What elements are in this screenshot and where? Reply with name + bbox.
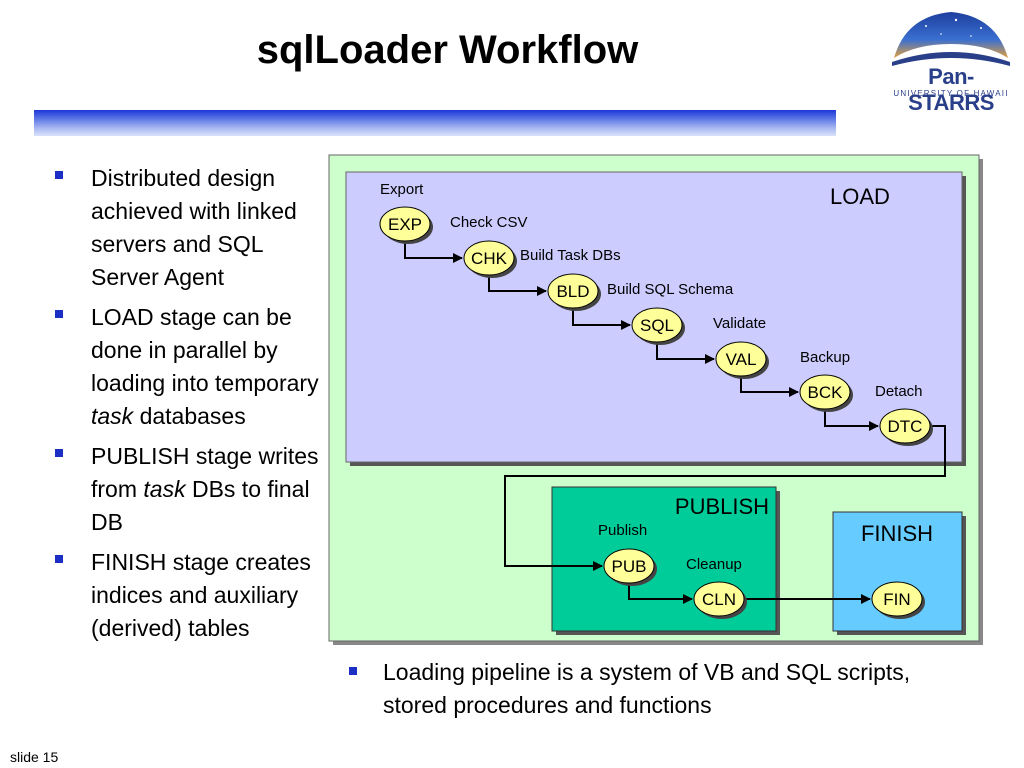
step-label: Backup [800, 349, 850, 366]
node-label: BCK [808, 383, 844, 402]
node-fin: FIN [871, 581, 925, 619]
logo-subtitle: UNIVERSITY OF HAWAII [893, 89, 1009, 98]
node-label: CHK [471, 249, 508, 268]
bullet-square-icon [55, 555, 63, 563]
connector-arrow [572, 307, 631, 330]
step-label: Export [380, 181, 424, 198]
bullet-text: databases [133, 403, 246, 429]
bullet-text: FINISH stage creates indices and auxilia… [91, 549, 311, 641]
step-label: Validate [713, 315, 766, 332]
connector-arrow [656, 341, 715, 364]
node-ellipse [879, 408, 931, 444]
node-ellipse [799, 374, 851, 410]
node-ellipse [631, 307, 683, 343]
bullet-square-icon [55, 310, 63, 318]
left-bullet-list: Distributed design achieved with linked … [52, 162, 332, 652]
connectors [404, 240, 946, 604]
node-ellipse [463, 240, 515, 276]
node-ellipse [379, 206, 431, 242]
slide-title: sqlLoader Workflow [256, 28, 639, 72]
pan-starrs-logo-icon [892, 12, 1010, 66]
node-ellipse [693, 581, 745, 617]
bullet-square-icon [55, 449, 63, 457]
node-label: CLN [702, 590, 736, 609]
node-label: BLD [556, 282, 589, 301]
bottom-bullet-text: Loading pipeline is a system of VB and S… [383, 659, 911, 718]
step-label: Check CSV [450, 214, 528, 231]
bullet-square-icon [349, 667, 357, 675]
bottom-bullet: Loading pipeline is a system of VB and S… [345, 656, 965, 722]
bullet-item: FINISH stage creates indices and auxilia… [52, 546, 332, 645]
connector-arrow [504, 425, 946, 571]
step-label: Build SQL Schema [607, 281, 734, 298]
bullet-text: task [143, 476, 186, 502]
connector-arrow [404, 240, 463, 263]
bullet-text: Distributed design achieved with linked … [91, 165, 297, 290]
node-dtc: DTC Detach [875, 383, 933, 446]
node-ellipse [603, 548, 655, 584]
logo-name: Pan-STARRS [908, 64, 994, 115]
node-sql: SQL Build SQL Schema [607, 281, 734, 345]
bullet-square-icon [55, 171, 63, 179]
title-gradient-bar [34, 110, 836, 136]
node-cln: CLN Cleanup [686, 556, 747, 619]
node-pub: PUB Publish [598, 522, 657, 586]
publish-stage-label: PUBLISH [675, 494, 769, 519]
node-label: SQL [640, 316, 674, 335]
node-label: PUB [612, 557, 647, 576]
slide-number: slide 15 [10, 749, 59, 765]
node-label: DTC [888, 417, 923, 436]
step-label: Detach [875, 383, 923, 400]
bullet-item: LOAD stage can be done in parallel by lo… [52, 301, 332, 433]
step-label: Publish [598, 522, 647, 539]
step-label: Cleanup [686, 556, 742, 573]
bullet-item: Distributed design achieved with linked … [52, 162, 332, 294]
bullet-text: task [91, 403, 134, 429]
node-label: EXP [388, 215, 422, 234]
bullet-text: PUBLISH stage writes from [91, 443, 319, 502]
connector-arrow [488, 274, 547, 296]
node-ellipse [871, 581, 923, 617]
connector-arrow [740, 375, 799, 397]
bullet-text: LOAD stage can be done in parallel by lo… [91, 304, 319, 396]
node-label: VAL [726, 350, 757, 369]
node-exp: EXP Export [379, 181, 433, 244]
node-label: FIN [883, 590, 910, 609]
bullet-item: PUBLISH stage writes from task DBs to fi… [52, 440, 332, 539]
step-label: Build Task DBs [520, 247, 621, 264]
connector-arrow [628, 582, 693, 604]
finish-stage-label: FINISH [861, 521, 933, 546]
node-ellipse [715, 341, 767, 377]
bullet-text: DBs to final DB [91, 476, 310, 535]
load-stage-label: LOAD [830, 184, 890, 209]
node-ellipse [547, 273, 599, 309]
connector-arrow [824, 408, 879, 431]
node-bck: BCK Backup [799, 349, 853, 412]
node-val: VAL Validate [713, 315, 769, 379]
node-chk: CHK Check CSV [450, 214, 528, 278]
node-bld: BLD Build Task DBs [520, 247, 621, 311]
